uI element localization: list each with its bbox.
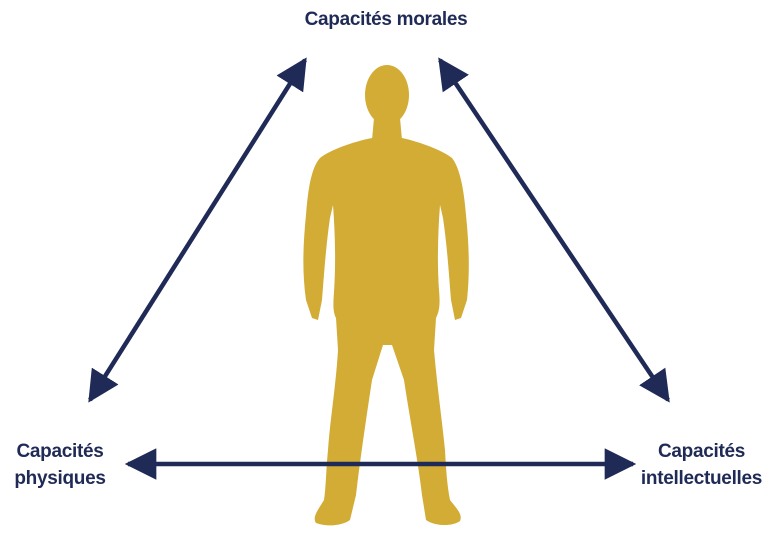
- person-silhouette-icon: [303, 65, 469, 526]
- label-capacites-physiques: Capacités physiques: [0, 438, 120, 492]
- label-capacites-morales: Capacités morales: [276, 6, 496, 33]
- label-right-line1: Capacités: [657, 441, 746, 462]
- label-top-text: Capacités morales: [304, 9, 468, 30]
- label-right-line2: intellectuelles: [640, 468, 763, 489]
- label-capacites-intellectuelles: Capacités intellectuelles: [630, 438, 773, 492]
- label-left-line2: physiques: [14, 468, 106, 489]
- arrow-top-right: [438, 57, 670, 403]
- arrow-top-left: [88, 57, 307, 403]
- label-left-line1: Capacités: [16, 441, 104, 462]
